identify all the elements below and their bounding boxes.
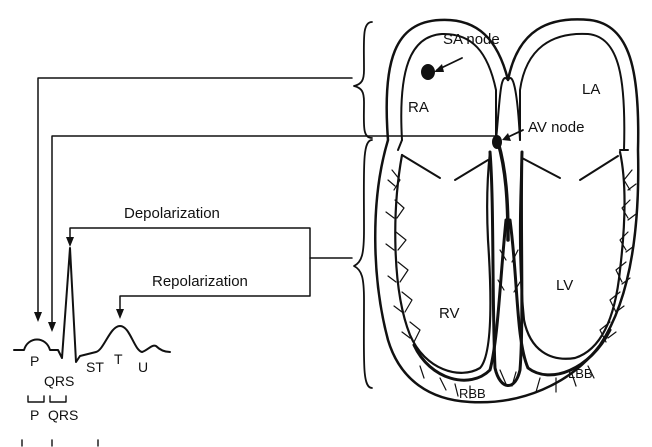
p-interval-bracket xyxy=(28,396,44,402)
ra-label: RA xyxy=(408,99,429,116)
qrs-interval-bracket xyxy=(50,396,66,402)
sa-node-marker xyxy=(421,64,435,80)
ecg-u-label: U xyxy=(138,359,148,375)
ecg-qrs-label: QRS xyxy=(44,373,74,389)
ecg-p-label: P xyxy=(30,353,39,369)
rv-label: RV xyxy=(439,305,460,322)
depolarization-line xyxy=(70,228,352,258)
right-ventricle-wall xyxy=(395,152,490,373)
ecg-t-label: T xyxy=(114,351,123,367)
qrs-arrowhead xyxy=(48,322,56,332)
interval-qrs-label: QRS xyxy=(48,407,78,423)
right-atrium-wall xyxy=(401,34,496,140)
la-label: LA xyxy=(582,81,600,98)
rbb-label: RBB xyxy=(459,386,486,401)
lv-label: LV xyxy=(556,277,573,294)
mitral-valve xyxy=(522,156,618,180)
sa-node-label: SA node xyxy=(443,31,500,48)
sa-node-pointer-head xyxy=(434,64,444,72)
av-node-label: AV node xyxy=(528,119,584,136)
repolarization-arrowhead xyxy=(116,309,124,319)
atrial-septum xyxy=(496,78,520,140)
connector-arrowheads xyxy=(34,237,124,332)
atria-brace xyxy=(354,22,372,138)
ecg-st-label: ST xyxy=(86,359,104,375)
heart xyxy=(375,19,638,402)
tricuspid-valve xyxy=(402,155,488,180)
interval-p-label: P xyxy=(30,407,39,423)
p-arrowhead xyxy=(34,312,42,322)
depolarization-label: Depolarization xyxy=(124,205,220,222)
repolarization-label: Repolarization xyxy=(152,273,248,290)
left-bundle-branch xyxy=(510,220,610,375)
av-boundary-left xyxy=(398,140,628,150)
av-to-qrs-line xyxy=(52,136,497,326)
av-node-marker xyxy=(492,135,502,149)
purkinje-fibers xyxy=(386,170,636,398)
depolarization-arrowhead xyxy=(66,237,74,247)
lbb-label: LBB xyxy=(568,366,593,381)
ventricles-brace xyxy=(354,140,372,388)
baseline-ticks xyxy=(22,440,98,446)
